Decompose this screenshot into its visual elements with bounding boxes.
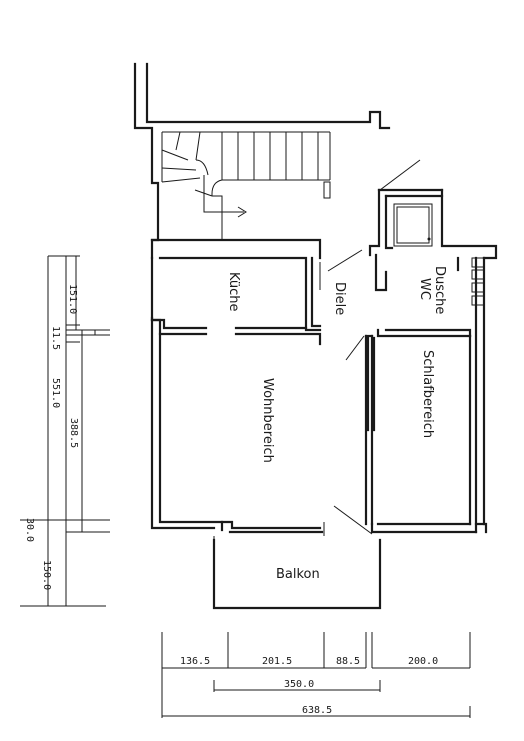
exterior-walls [133,62,498,534]
label-wc: WC [417,278,432,300]
dim-v-388-5: 388.5 [68,418,79,448]
label-wohnbereich: Wohnbereich [260,378,275,463]
label-diele: Diele [332,282,347,315]
staircase [161,131,331,240]
dim-v-151: 151.0 [67,284,78,314]
dim-h-201-5: 201.5 [262,656,292,667]
label-schlafbereich: Schlafbereich [420,350,435,438]
label-balkon: Balkon [276,567,320,582]
dim-h-88-5: 88.5 [336,656,360,667]
interior-walls [150,238,376,526]
label-kueche: Küche [226,272,241,312]
doors [319,159,433,536]
dim-h-638-5: 638.5 [302,705,332,716]
vertical-dimensions [20,255,110,607]
balcony [212,536,382,610]
dim-v-11-5: 11.5 [50,326,61,350]
dim-h-136-5: 136.5 [180,656,210,667]
label-dusche: Dusche [432,266,447,314]
dim-h-200: 200.0 [408,656,438,667]
dim-v-551: 551.0 [50,378,61,408]
horizontal-dimensions [161,632,471,718]
dim-h-350: 350.0 [284,679,314,690]
dim-v-30: 30.0 [24,518,35,542]
dim-v-150: 150.0 [41,560,52,590]
